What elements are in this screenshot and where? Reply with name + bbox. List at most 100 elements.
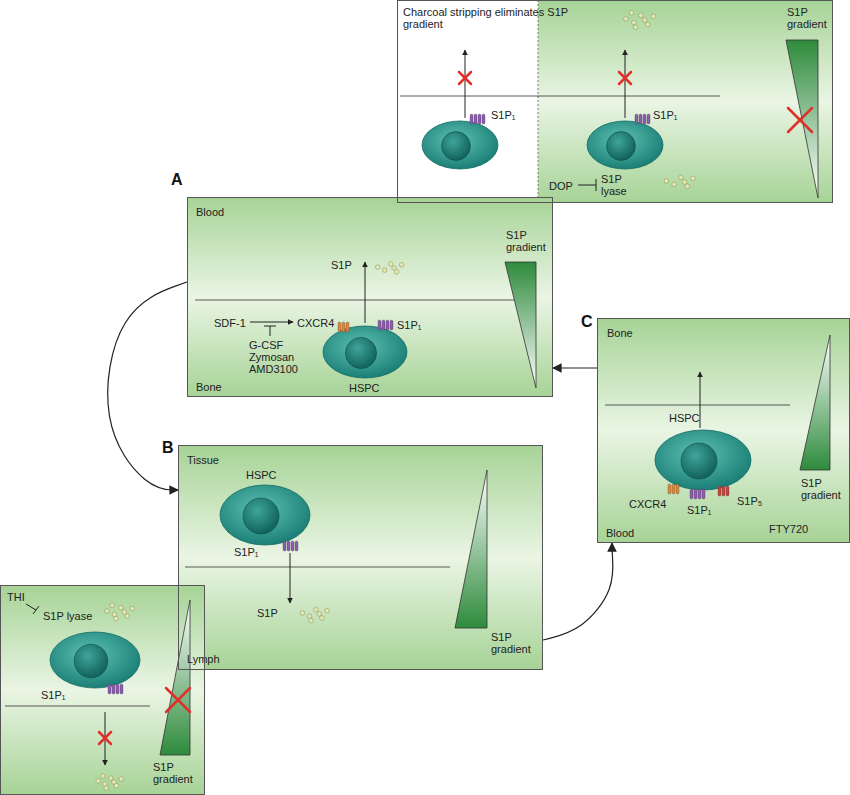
panel-label: S1P₁ bbox=[234, 546, 259, 558]
panel-label: CXCR4 bbox=[629, 498, 666, 510]
flow-arrow bbox=[543, 543, 613, 640]
s1p-dot bbox=[122, 610, 127, 615]
panel-label: Lymph bbox=[187, 653, 220, 665]
receptor bbox=[722, 486, 725, 496]
nucleus bbox=[243, 498, 279, 534]
panel-label: S1P gradient bbox=[506, 229, 552, 253]
receptor bbox=[386, 320, 389, 330]
s1p-dot bbox=[389, 262, 394, 267]
nucleus bbox=[607, 132, 636, 161]
receptor bbox=[694, 489, 697, 499]
s1p-dot bbox=[130, 606, 135, 611]
s1p-dot bbox=[119, 777, 124, 782]
panel-label: HSPC bbox=[669, 412, 700, 424]
s1p-dot bbox=[651, 14, 656, 19]
panel-label: CXCR4 bbox=[297, 317, 334, 329]
panel-label: S1P₁ bbox=[491, 109, 516, 121]
s1p-dot bbox=[105, 609, 110, 614]
s1p-dot bbox=[691, 176, 696, 181]
receptor bbox=[482, 114, 485, 124]
panel-label: Bone bbox=[196, 381, 222, 393]
s1p-dot bbox=[639, 13, 644, 18]
panel-label: FTY720 bbox=[769, 523, 808, 535]
s1p-dot bbox=[104, 786, 109, 791]
receptor bbox=[647, 114, 650, 124]
panel-label: THI bbox=[7, 591, 25, 603]
panel-box: Charcoal stripping eliminates S1P gradie… bbox=[397, 0, 833, 203]
s1p-dot bbox=[629, 10, 634, 15]
s1p-dot bbox=[399, 262, 404, 267]
s1p-dot bbox=[682, 180, 687, 185]
receptor bbox=[470, 114, 473, 124]
panel-label: S1P₁ bbox=[653, 109, 678, 121]
s1p-dot bbox=[110, 603, 115, 608]
s1p-dot bbox=[624, 17, 629, 22]
receptor bbox=[643, 114, 646, 124]
panel-label: SDF-1 bbox=[214, 317, 246, 329]
receptor bbox=[702, 489, 705, 499]
panel-box: BTissueHSPCS1P₁S1PS1P gradientLymph bbox=[178, 445, 543, 670]
panel-box: ABloodS1P gradientS1PSDF-1G-CSF Zymosan … bbox=[187, 197, 553, 397]
receptor bbox=[390, 320, 393, 330]
hspc-cell bbox=[422, 121, 498, 169]
receptor bbox=[672, 484, 675, 494]
s1p-dot bbox=[320, 616, 325, 621]
receptor bbox=[287, 541, 290, 551]
panel-box: THIS1P lyaseS1P₁S1P gradient bbox=[0, 585, 205, 795]
panel-letter: A bbox=[171, 171, 183, 189]
s1p-dot bbox=[375, 265, 380, 270]
panel-label: S1P gradient bbox=[787, 6, 833, 30]
receptor bbox=[120, 684, 123, 694]
panel-label: S1P₁ bbox=[687, 504, 712, 516]
nucleus bbox=[442, 132, 471, 161]
s1p-dot bbox=[394, 270, 399, 275]
s1p-dot bbox=[685, 184, 690, 189]
s1p-dot bbox=[679, 175, 684, 180]
s1p-dot bbox=[325, 608, 330, 613]
panel-label: S1P gradient bbox=[491, 631, 537, 655]
panel-label: G-CSF Zymosan AMD3100 bbox=[249, 339, 301, 375]
panel-letter: B bbox=[162, 439, 174, 457]
receptor bbox=[342, 322, 345, 332]
s1p-dot bbox=[114, 783, 119, 788]
panel-label: HSPC bbox=[349, 382, 380, 394]
receptor bbox=[108, 684, 111, 694]
receptor bbox=[474, 114, 477, 124]
receptor bbox=[338, 322, 341, 332]
panel-label: S1P₁ bbox=[41, 689, 66, 701]
receptor bbox=[478, 114, 481, 124]
nucleus bbox=[681, 443, 717, 479]
receptor bbox=[635, 114, 638, 124]
s1p-dot bbox=[664, 179, 669, 184]
panel-label: S1P lyase bbox=[601, 173, 643, 197]
receptor bbox=[112, 684, 115, 694]
flow-arrow bbox=[553, 367, 597, 368]
receptor bbox=[116, 684, 119, 694]
receptor bbox=[291, 541, 294, 551]
panel-letter: C bbox=[581, 313, 593, 331]
panel-label: Blood bbox=[606, 527, 634, 539]
panel-label: Tissue bbox=[187, 454, 219, 466]
receptor bbox=[283, 541, 286, 551]
receptor bbox=[726, 486, 729, 496]
s1p-dot bbox=[643, 18, 648, 23]
hspc-cell bbox=[587, 121, 663, 169]
s1p-dot bbox=[307, 614, 312, 619]
panel-label: S1P₅ bbox=[737, 495, 762, 507]
receptor bbox=[668, 484, 671, 494]
panel-label: S1P₁ bbox=[397, 319, 422, 331]
panel-label: Blood bbox=[196, 206, 224, 218]
panel-label: S1P gradient bbox=[153, 761, 199, 785]
panel-label: S1P bbox=[257, 607, 278, 619]
s1p-dot bbox=[300, 611, 305, 616]
panel-label: S1P bbox=[331, 259, 352, 271]
s1p-dot bbox=[112, 612, 117, 617]
hspc-cell bbox=[220, 485, 310, 545]
s1p-dot bbox=[96, 779, 101, 784]
s1p-dot bbox=[632, 20, 637, 25]
s1p-dot bbox=[114, 616, 119, 621]
s1p-dot bbox=[633, 25, 638, 30]
s1p-dot bbox=[672, 182, 677, 187]
s1p-dot bbox=[382, 268, 387, 273]
